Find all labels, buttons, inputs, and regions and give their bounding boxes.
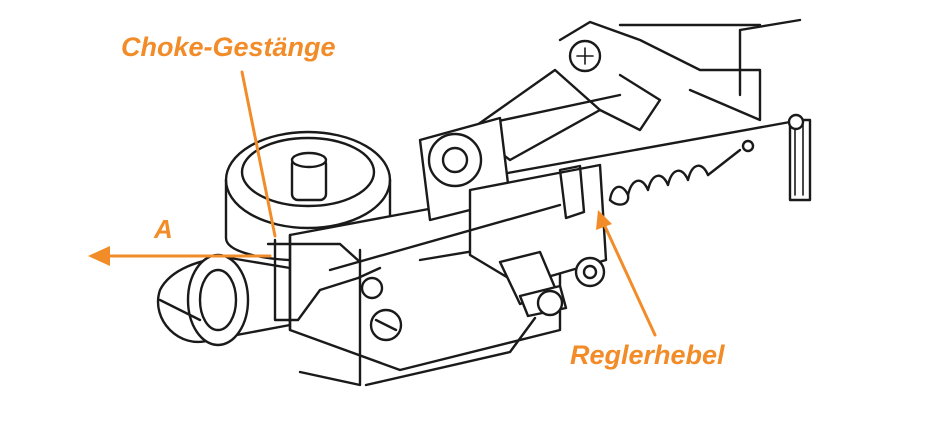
governor-spring: [608, 148, 742, 206]
intake-tube: [157, 253, 292, 347]
governor-bracket: [418, 116, 608, 287]
governor-callout-arrowhead: [596, 210, 612, 230]
lower-link: [364, 316, 537, 387]
adjustment-screw-left: [360, 276, 403, 342]
idle-mixture-screw: [498, 250, 568, 318]
idle-speed-screw: [574, 256, 606, 288]
choke-rod: [266, 203, 562, 322]
direction-arrowhead: [88, 246, 110, 266]
carburetor-body: [224, 130, 392, 262]
mounting-screw: [568, 39, 602, 73]
governor-callout-line: [601, 220, 657, 337]
governor-lever-label: Reglerhebel: [570, 340, 725, 370]
choke-callout-line: [240, 70, 277, 238]
governor-arm: [468, 68, 662, 162]
choke-linkage-label: Choke-Gestänge: [121, 32, 336, 62]
direction-a-label: A: [154, 214, 173, 244]
